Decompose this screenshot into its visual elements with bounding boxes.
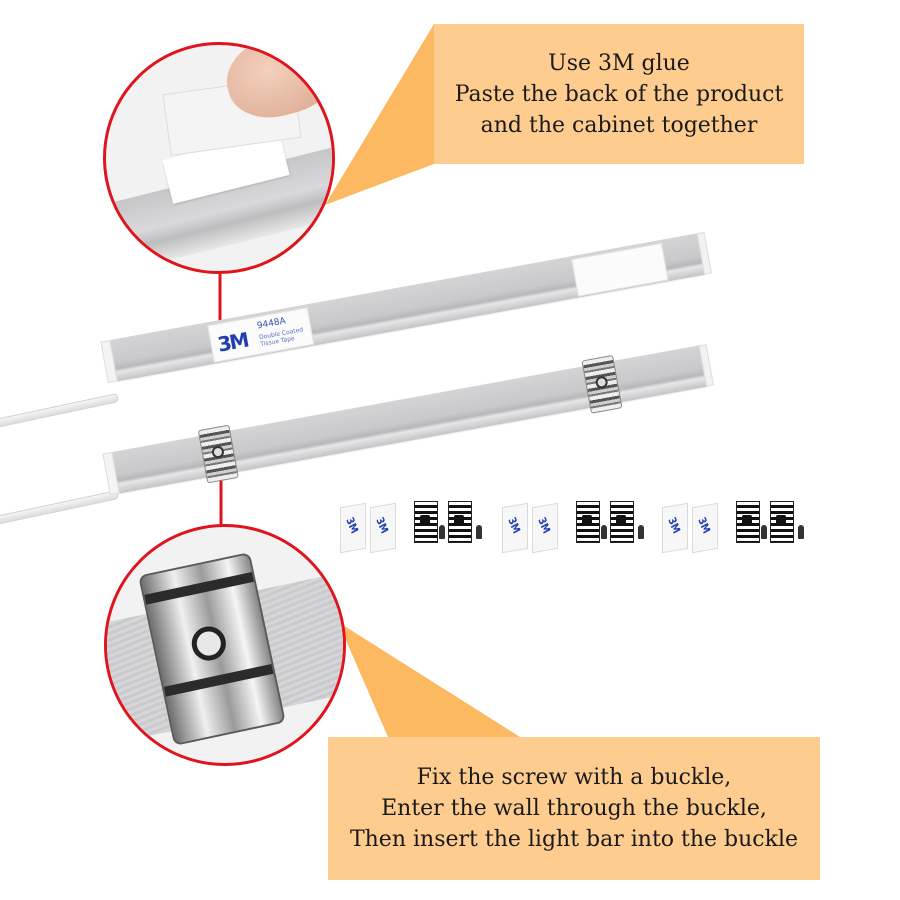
end-cap [698,343,714,387]
top-callout-pointer [325,24,434,205]
buckle-icon [610,501,634,543]
3m-tape-piece: 3M [340,502,366,554]
buckle-fold [163,663,274,697]
buckle-icon [770,501,794,543]
3m-logo: 3M [215,327,250,357]
buckle-detail-circle [104,524,346,766]
buckle-icon [448,501,472,543]
tape-detail-circle [103,42,335,274]
buckle-icon [414,501,438,543]
power-cable [0,393,119,429]
end-cap [102,451,120,496]
accessory-set: 3M 3M [340,497,490,557]
screw-hole [188,623,229,664]
bottom-callout-pointer [338,622,520,737]
callout-line: Then insert the light bar into the buckl… [349,827,799,852]
screw-icon [476,525,482,539]
3m-tape-piece: 3M [370,502,396,554]
callout-line: Fix the screw with a buckle, [416,765,732,790]
screw-icon [798,525,804,539]
tape-instruction-callout: Use 3M glue Paste the back of the produc… [434,24,804,164]
screw-icon [761,525,767,539]
accessory-set: 3M 3M [662,497,812,557]
power-cable [0,490,119,526]
end-cap [100,339,118,384]
callout-line: and the cabinet together [480,112,758,138]
light-bar-with-buckles [102,343,714,496]
callout-line: Enter the wall through the buckle, [381,796,767,821]
screw-icon [638,525,644,539]
buckle-icon [736,501,760,543]
3m-tape-piece: 3M [662,502,688,554]
3m-tape-piece: 3M [532,502,558,554]
3m-tape-piece: 3M [502,502,528,554]
buckle-instruction-callout: Fix the screw with a buckle, Enter the w… [328,737,820,880]
buckle-clip [581,354,623,414]
callout-line: Paste the back of the product [454,81,784,107]
3m-tape-piece: 3M [692,502,718,554]
buckle-fold [144,572,254,605]
3m-tape-label-far [571,242,669,297]
end-cap [696,231,712,275]
callout-line: Use 3M glue [548,50,690,76]
screw-hole [210,445,225,460]
screw-icon [601,525,607,539]
buckle-clip [197,424,239,484]
accessory-set: 3M 3M [502,497,652,557]
3m-tape-label: 3M 9448A Double Coated Tissue Tape [207,307,315,363]
screw-hole [594,375,609,390]
screw-icon [439,525,445,539]
buckle-icon [576,501,600,543]
